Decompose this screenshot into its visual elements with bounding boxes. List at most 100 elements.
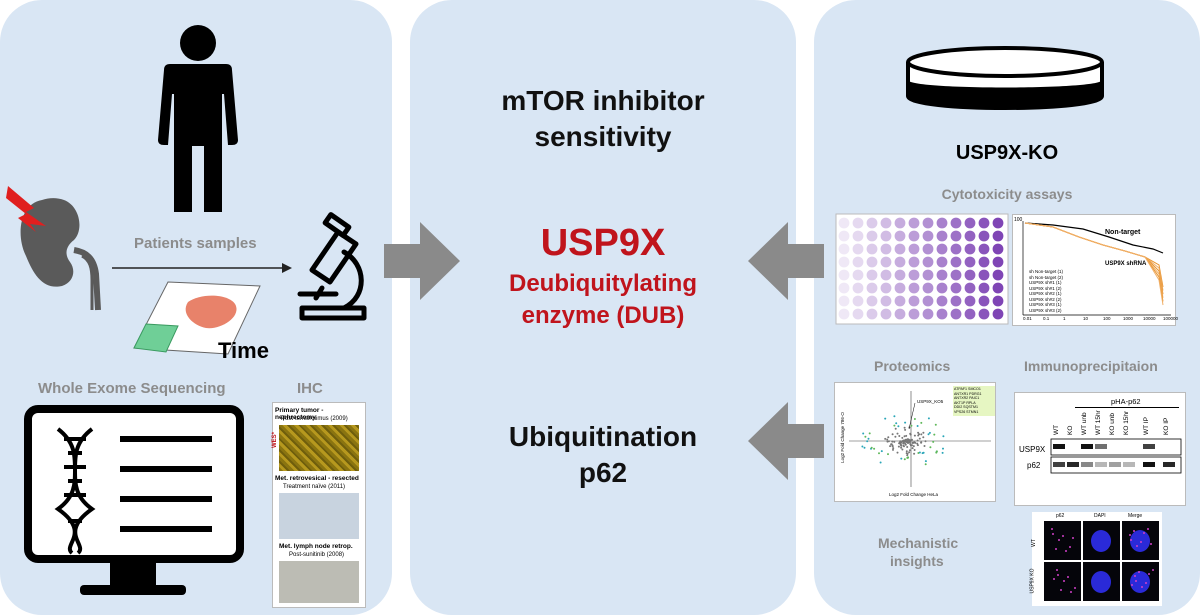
plate-well [992,269,1004,281]
volcano-point [893,415,896,418]
plate-well [908,282,920,294]
volcano-point [880,450,883,453]
person-icon [158,25,238,212]
volcano-point [932,440,935,443]
panel-findings [410,0,796,615]
plate-well [922,282,934,294]
if-spot [1138,571,1140,573]
plate-well [880,295,892,307]
plate-well [908,217,920,229]
ihc-image-2 [279,493,359,539]
if-spot [1052,533,1054,535]
blot-band [1163,462,1175,467]
blot-band [1123,462,1135,467]
plate-well [838,282,850,294]
volcano-point [918,437,921,440]
plate-well [978,230,990,242]
volcano-point [884,437,887,440]
plate-well [950,217,962,229]
if-spot [1060,589,1062,591]
volcano-point [906,452,909,455]
volcano-point [891,433,894,436]
monitor-dna-icon [24,405,244,595]
western-lane-label: KO unb [1109,412,1116,435]
volcano-ylabel: Log2 Fold Change 786-O [839,412,845,463]
kidney-icon [6,186,101,311]
plate-well [894,243,906,255]
arrow-left-bottom-icon [748,402,824,480]
if-nucleus [1130,571,1150,593]
plate-well [838,295,850,307]
volcano-point [924,463,927,466]
plate-well [908,269,920,281]
shrna-label: USP9X shRNA [1105,261,1147,267]
volcano-point [868,432,871,435]
plate-well [936,308,948,320]
volcano-point [908,441,911,444]
volcano-point [918,433,921,436]
volcano-point [886,438,889,441]
western-lane-label: KO IP [1163,417,1170,435]
x-tick: 1000 [1123,316,1134,321]
plate-well [922,269,934,281]
if-tile [1044,562,1081,601]
if-row-wt: WT [1030,539,1037,547]
plate-well [922,243,934,255]
gene-entry: ATPAF1 SMCO1 [954,387,981,391]
volcano-point [873,447,876,450]
volcano-point [887,436,890,439]
volcano-point [927,417,930,420]
mechanistic-line-1: Mechanistic [878,535,959,551]
plate-well [880,217,892,229]
plate-well [838,269,850,281]
volcano-point [905,441,908,443]
ihc-panel-3-sub: Post-sunitinib (2008) [289,552,345,558]
plate-well [866,217,878,229]
volcano-point [916,444,919,447]
if-col-dapi: DAPI [1094,513,1106,519]
if-spot [1072,537,1074,539]
gene-entry: VPS26 STMN1 [954,409,979,414]
plate-well [908,243,920,255]
plate-well [852,256,864,268]
volcano-point [897,445,900,448]
dose-response-curve [1022,221,1171,316]
volcano-point [916,439,919,442]
volcano-point [942,447,944,450]
plate-frame [835,213,1009,325]
plate-well [852,217,864,229]
volcano-point [891,445,894,448]
legend-entry: USP9X sh#3 (1) [1029,302,1062,307]
plate-well [964,269,976,281]
immunofluorescence-card: p62 DAPI Merge WT USP9X KO [1030,512,1162,606]
plate-well [978,243,990,255]
plate-well [866,308,878,320]
volcano-point [887,440,890,443]
curve-nontarget [1024,222,1164,254]
blot-band [1053,462,1065,467]
plate-well [908,230,920,242]
plate-well [866,295,878,307]
plate-well [950,308,962,320]
ubiquitination-line-2: p62 [578,457,628,488]
blot-row-usp9x [1050,438,1182,456]
if-spot [1133,530,1135,532]
if-spot [1129,534,1131,536]
volcano-card: USP9X_KO5 Log2 Fold Change HeLa Log2 Fol… [834,382,996,502]
western-lane-label: WT 15hr [1095,410,1102,435]
western-row-label-p62: p62 [1027,461,1041,470]
plate-well [964,256,976,268]
volcano-point [909,443,912,446]
usp9x-ko-label: USP9X-KO [955,142,1059,164]
volcano-point [923,445,926,447]
arrow-left-top-icon [748,222,824,300]
volcano-point [861,445,864,448]
plate-well [964,217,976,229]
volcano-point [907,456,910,459]
volcano-point [924,440,927,443]
blot-band [1053,444,1065,449]
volcano-point [906,454,909,457]
usp9x-title: USP9X [540,222,666,264]
legend-entry: sh Non-target (1) [1029,269,1064,274]
